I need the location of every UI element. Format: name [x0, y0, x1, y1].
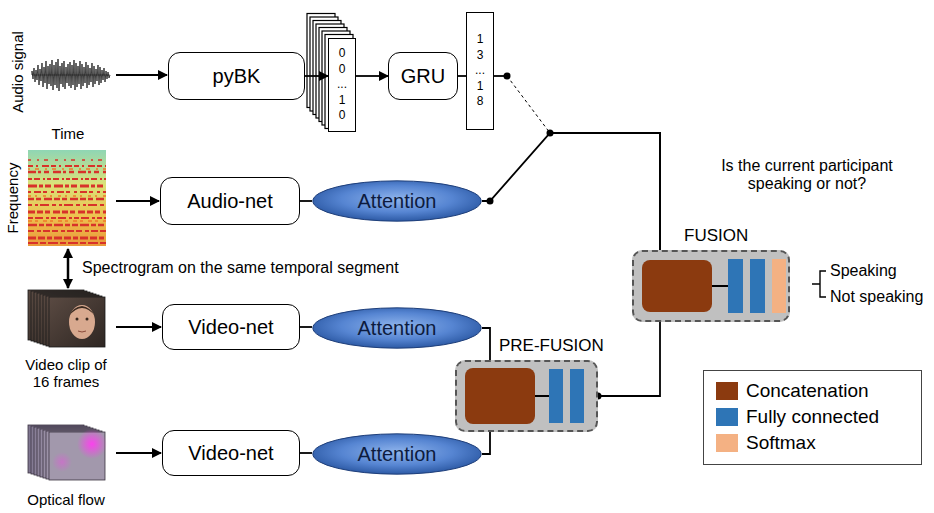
fully-connected-block: [549, 369, 563, 423]
fully-connected-block: [728, 259, 743, 313]
connector: [494, 73, 660, 251]
connector-line: [300, 452, 312, 454]
axis-label: Time: [52, 125, 85, 142]
connector-line: [482, 432, 490, 454]
fully-connected-block: [750, 259, 765, 313]
legend-text: Softmax: [746, 432, 816, 454]
vector-values: 0 0 ... 1 0: [335, 46, 349, 124]
connector-line: [482, 328, 490, 360]
connector-line: [300, 326, 312, 328]
output-class: Speaking: [830, 262, 897, 280]
fusion-block: PRE-FUSION: [455, 360, 598, 432]
node-label: GRU: [401, 64, 445, 88]
connector-line: [482, 133, 660, 250]
input-caption: Optical flow: [27, 491, 105, 508]
optical-flow-frames: [28, 425, 107, 480]
connector-line: [305, 75, 328, 77]
feature-vector: 1 3 ... 1 8: [466, 12, 494, 130]
node-label: Attention: [358, 442, 437, 466]
node-label: Video-net: [188, 441, 273, 465]
connector: [458, 76, 466, 77]
connector: [356, 76, 388, 77]
ellipse-outline: [313, 434, 481, 474]
attention-ellipse: Attention: [312, 180, 482, 222]
legend-row: Concatenation: [716, 378, 911, 404]
spectrogram: [28, 150, 106, 246]
legend-row: Fully connected: [716, 404, 911, 430]
concatenation-block: [465, 368, 535, 424]
connector: [305, 76, 328, 77]
dashed-line: [507, 76, 550, 133]
connector: [482, 133, 660, 250]
node-label: pyBK: [213, 64, 261, 88]
connector: [482, 328, 490, 360]
axis-label: Frequency: [4, 163, 21, 234]
attention-ellipse: Attention: [312, 433, 482, 475]
connector: [482, 432, 490, 454]
question-text: Is the current participant speaking or n…: [702, 157, 912, 194]
legend-box: ConcatenationFully connectedSoftmax: [703, 370, 922, 465]
feature-vector: 0 0 ... 1 0: [328, 38, 356, 132]
output-class: Not speaking: [830, 288, 923, 306]
waveform: [32, 59, 110, 91]
connector-line: [356, 75, 388, 77]
legend-swatch: [716, 434, 738, 452]
attention-ellipse: Attention: [312, 307, 482, 349]
process-box: GRU: [388, 52, 458, 100]
connector-line: [550, 133, 660, 250]
junction-dot: [487, 198, 494, 205]
process-box: Video-net: [162, 430, 300, 476]
stage-heading: PRE-FUSION: [499, 336, 604, 356]
node-label: Attention: [358, 189, 437, 213]
vector-values: 1 3 ... 1 8: [473, 32, 487, 110]
concatenation-block: [642, 260, 712, 312]
legend-text: Concatenation: [746, 380, 869, 402]
connector: [300, 453, 312, 454]
node-label: Attention: [358, 316, 437, 340]
process-box: pyBK: [168, 52, 305, 100]
note-label: Spectrogram on the same temporal segment: [82, 259, 399, 277]
input-caption: Video clip of 16 frames: [16, 356, 116, 391]
fully-connected-block: [570, 369, 584, 423]
output-bracket: [812, 271, 826, 297]
connector-line: [598, 322, 660, 396]
connector: [595, 322, 661, 400]
connector: [300, 201, 312, 202]
process-box: Audio-net: [160, 177, 300, 225]
process-box: Video-net: [162, 304, 300, 350]
node-label: Audio-net: [187, 189, 273, 213]
legend-text: Fully connected: [746, 406, 879, 428]
node-label: Video-net: [188, 315, 273, 339]
connector: [300, 327, 312, 328]
connector-line: [458, 75, 466, 77]
junction-dot: [504, 73, 511, 80]
double-arrow: [67, 249, 70, 288]
axis-label: Audio signal: [9, 31, 26, 113]
link-line: [712, 285, 728, 287]
ellipse-outline: [313, 181, 481, 221]
stage-heading: FUSION: [684, 226, 748, 246]
video-frames: [28, 290, 105, 347]
link-line: [535, 395, 549, 397]
ellipse-outline: [313, 308, 481, 348]
fusion-block: FUSION: [632, 250, 790, 322]
legend-row: Softmax: [716, 430, 911, 456]
legend-swatch: [716, 382, 738, 400]
legend-swatch: [716, 408, 738, 426]
softmax-block: [772, 259, 786, 313]
connector-line: [300, 200, 312, 202]
